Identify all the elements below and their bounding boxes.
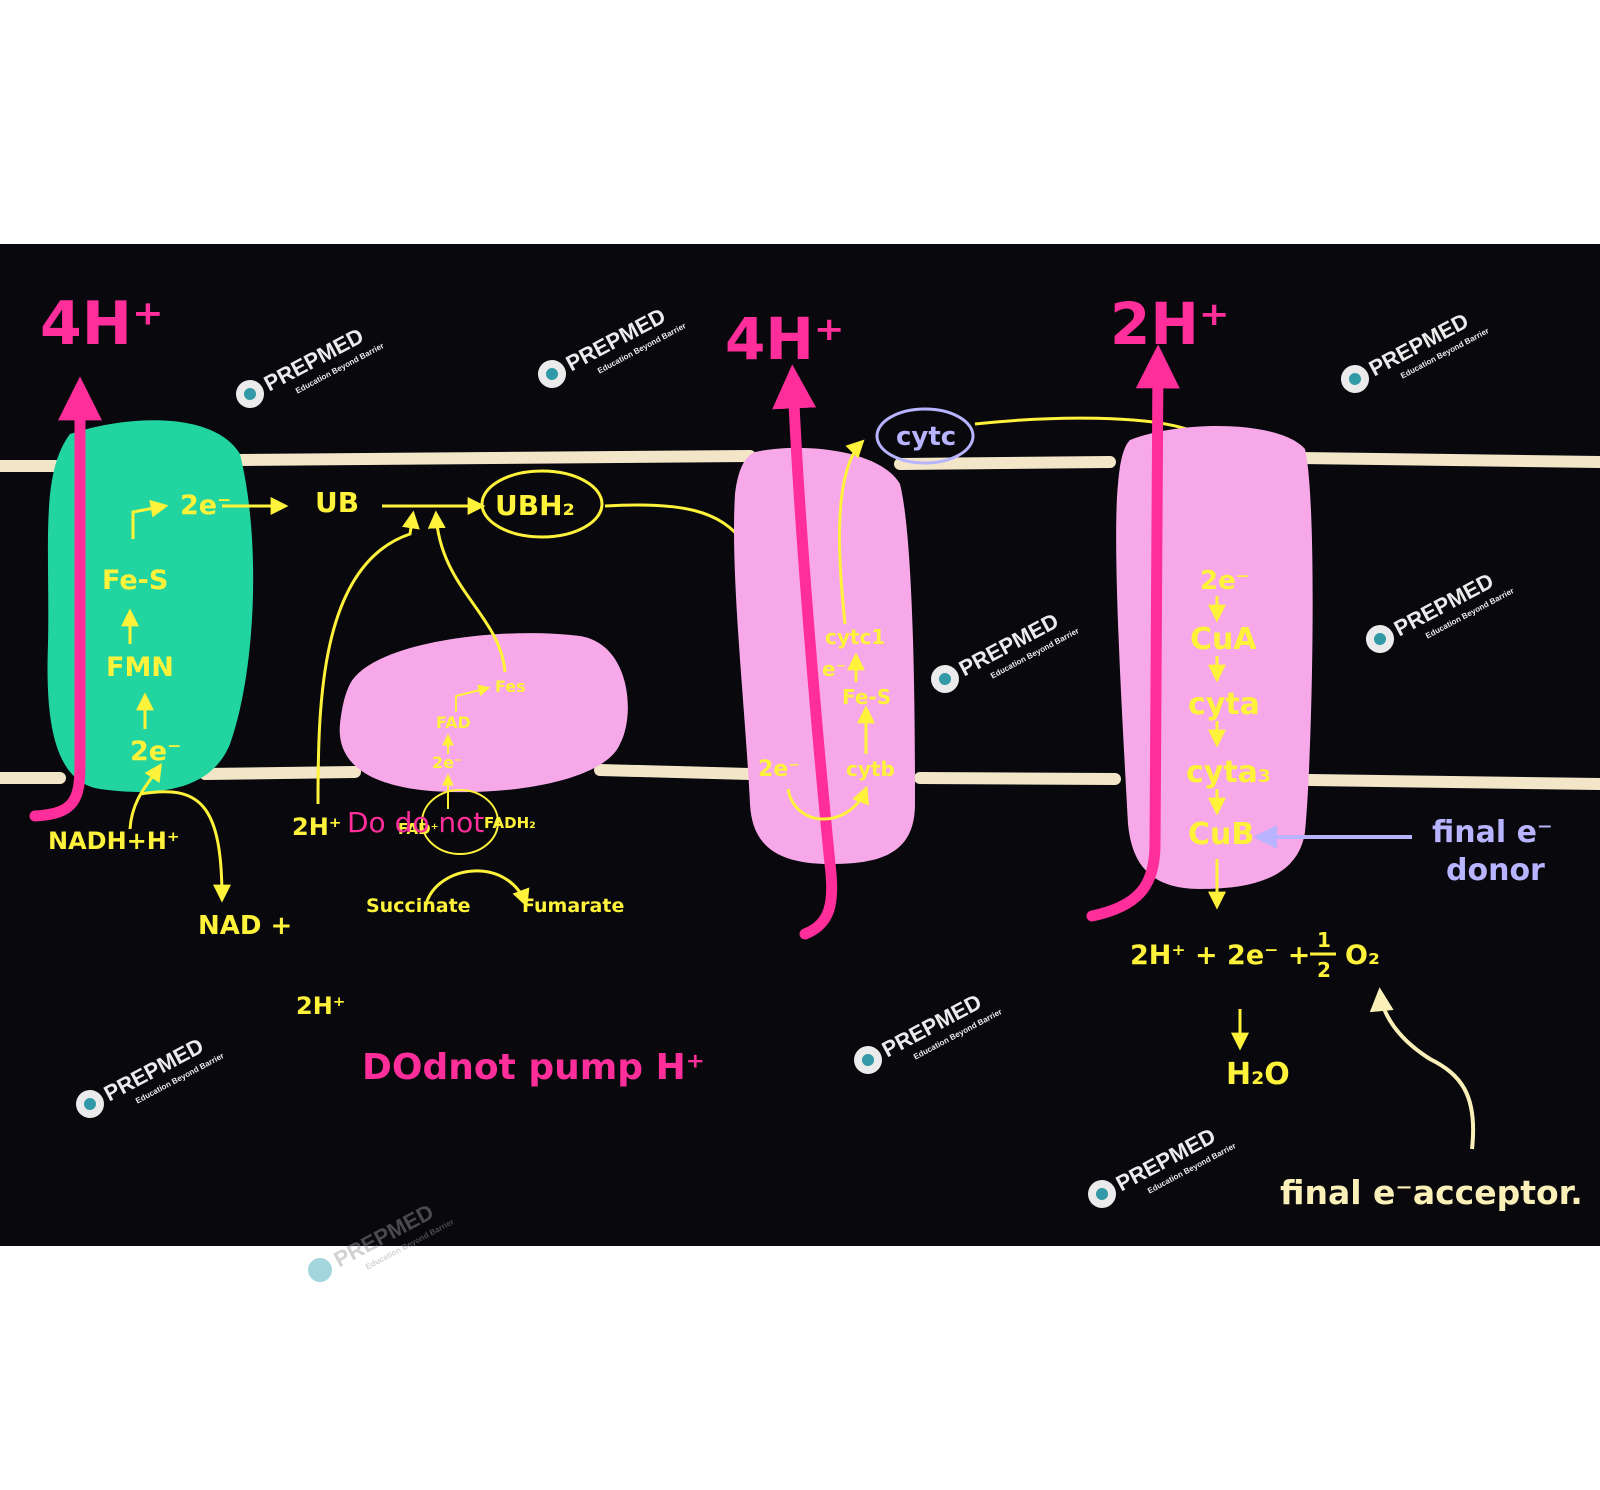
complex-2-body (339, 633, 628, 793)
membrane-bottom-line (0, 764, 1600, 790)
watermark-logo: PREPMED Education Beyond Barrier (538, 303, 687, 388)
nad-label: NAD + (198, 911, 292, 941)
complex-3-cytb: cytb (846, 757, 895, 781)
watermark-badge-icon (308, 1258, 332, 1282)
donor-note-line-2: donor (1446, 853, 1545, 888)
donor-note-line-1: final e⁻ (1432, 815, 1553, 850)
complex-3-body (733, 447, 915, 864)
chain-cub: CuB (1188, 817, 1254, 852)
complex-3-e-label: e⁻ (822, 657, 846, 681)
complex-2-electrons: 2e⁻ (432, 753, 462, 772)
complex-4-proton-label: 2H⁺ (1110, 290, 1230, 358)
complex-1-body (47, 420, 254, 792)
equation-half-denominator: 2 (1317, 958, 1331, 982)
complex-1-electrons-in: 2e⁻ (130, 736, 181, 767)
complex-1: 4H⁺ 2e⁻ Fe-S FMN 2e⁻ NADH+H⁺ NAD + (29, 289, 292, 941)
complex-1-fmn: FMN (106, 652, 174, 683)
fad-plus-label: FAD⁺ (398, 820, 439, 838)
acceptor-note: final e⁻acceptor. (1280, 1173, 1583, 1212)
oxygen-label: O₂ (1345, 940, 1380, 971)
complex-3: 4H⁺ 2e⁻ cytb Fe-S e⁻ cytc1 (725, 305, 915, 940)
complex-3-fes: Fe-S (842, 685, 891, 709)
chain-cua: CuA (1190, 622, 1257, 657)
equation-left: 2H⁺ + 2e⁻ + (1130, 940, 1310, 971)
watermark-logo: PREPMED Education Beyond Barrier (236, 323, 385, 408)
fad-to-fes-arrow (455, 684, 491, 712)
complex-4-body (1116, 425, 1313, 889)
watermark-logo: PREPMED Education Beyond Barrier (931, 608, 1080, 693)
electron-transport-chain-diagram: 4H⁺ 2e⁻ Fe-S FMN 2e⁻ NADH+H⁺ NAD + UB UB… (0, 289, 1600, 1212)
fes-to-2e-arrow (131, 499, 169, 539)
nadh-label: NADH+H⁺ (48, 827, 180, 855)
complex-4: 2H⁺ 2e⁻ CuA cyta cyta₃ CuB final e⁻ dono… (1086, 290, 1583, 1212)
succinate-label: Succinate (366, 895, 471, 917)
watermark-logo: PREPMED Education Beyond Barrier (1341, 308, 1490, 393)
no-pump-note: DOdnot pump H⁺ (362, 1047, 705, 1088)
ubh2-label: UBH₂ (495, 489, 575, 522)
cytc-label: cytc (896, 422, 956, 452)
inner-membrane (0, 450, 1600, 790)
extra-proton-label: 2H⁺ (296, 992, 345, 1020)
faded-watermark: PREPMED Education Beyond Barrier (308, 1199, 455, 1282)
complex-3-proton-label: 4H⁺ (725, 305, 845, 373)
complex-3-electrons: 2e⁻ (758, 757, 800, 782)
complex-4-electrons: 2e⁻ (1200, 566, 1249, 596)
fes-to-ubh2-arrow (427, 510, 507, 673)
complex-4-proton-arrow (1086, 344, 1180, 922)
complex-1-proton-arrow (29, 376, 102, 822)
acceptor-note-arrow (1369, 987, 1476, 1150)
complex-2-overlay-note: Do do not (347, 806, 484, 839)
ub-label: UB (315, 486, 359, 519)
complex-1-fes: Fe-S (102, 565, 168, 596)
complex-2-proton-to-ub-arrow (316, 510, 420, 805)
succinate-to-fumarate-arrow (424, 869, 530, 908)
complex-3-proton-arrow (772, 364, 838, 940)
ubiquinone-pool: UB UBH₂ (222, 469, 769, 768)
equation-half-numerator: 1 (1317, 928, 1331, 952)
complex-2-proton-label: 2H⁺ (292, 813, 341, 841)
complex-1-proton-label: 4H⁺ (40, 289, 164, 359)
complex-2-fad: FAD (436, 713, 471, 732)
nadh-to-nad-arrow (139, 790, 231, 903)
cytc1-to-cytc-arrow (838, 439, 865, 625)
2e-to-cytb-curve (786, 785, 869, 821)
fadh2-label: FADH₂ (484, 814, 536, 832)
fumarate-label: Fumarate (522, 895, 624, 917)
water-label: H₂O (1226, 1057, 1290, 1092)
watermark-logo: PREPMED Education Beyond Barrier (854, 989, 1003, 1074)
complex-2-fes: Fes (495, 677, 526, 696)
watermark-logo: PREPMED Education Beyond Barrier (76, 1033, 225, 1118)
complex-3-cytc1: cytc1 (825, 625, 885, 649)
membrane-top-line (0, 450, 1600, 472)
fad-fadh2-cycle (421, 789, 499, 855)
complex-2: Fes FAD 2e⁻ 2H⁺ FAD⁺ FADH₂ Succinate Fum… (292, 510, 705, 1088)
diagram-board: 4H⁺ 2e⁻ Fe-S FMN 2e⁻ NADH+H⁺ NAD + UB UB… (0, 244, 1600, 1246)
ubh2-ring (480, 469, 604, 539)
cytc-ring (875, 407, 975, 465)
chain-cyta: cyta (1188, 687, 1260, 722)
chain-cyta3: cyta₃ (1186, 755, 1271, 790)
watermark-logo: PREPMED Education Beyond Barrier (1088, 1123, 1237, 1208)
watermark-logo: PREPMED Education Beyond Barrier (1366, 568, 1515, 653)
